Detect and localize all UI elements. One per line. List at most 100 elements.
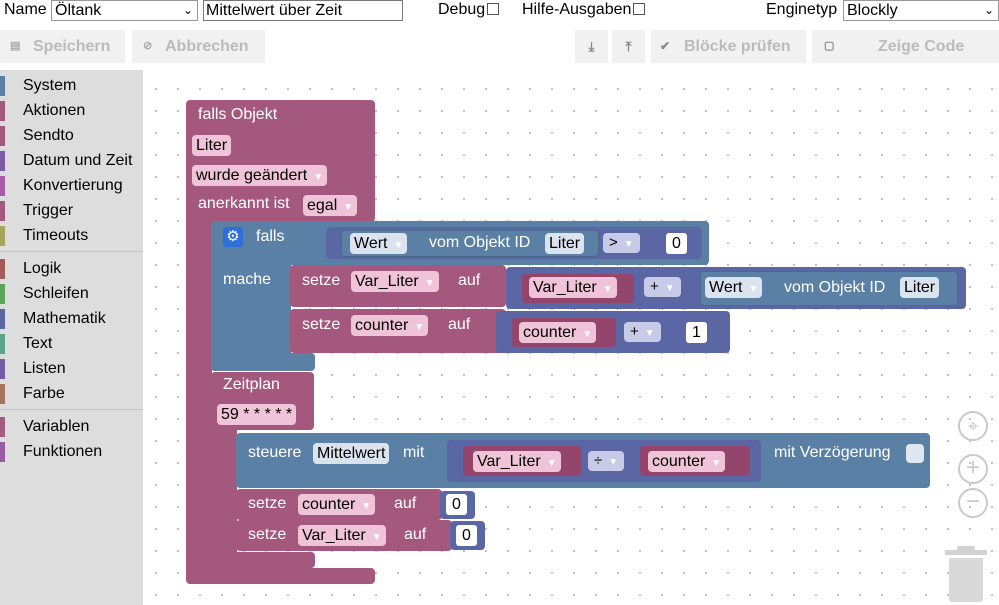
object-id-field[interactable]: Liter (545, 233, 585, 254)
schedule-block-foot (211, 552, 315, 568)
ack-dropdown[interactable]: egal▼ (303, 195, 358, 216)
gear-icon[interactable]: ⚙ (223, 227, 243, 247)
cancel-icon: ⊘ (143, 40, 153, 52)
dropdown-arrow-icon: ▼ (361, 501, 372, 512)
delay-checkbox[interactable] (906, 444, 924, 463)
cron-field[interactable]: 59 * * * * * (217, 404, 297, 425)
control-object-field[interactable]: Mittelwert (313, 443, 390, 464)
import-button[interactable]: ⤒ (612, 30, 645, 63)
variable-dropdown[interactable]: counter▼ (648, 451, 726, 472)
variable-dropdown[interactable]: Var_Liter▼ (529, 277, 617, 298)
of-object-label: vom Objekt ID (784, 279, 886, 296)
trigger-mode-dropdown[interactable]: wurde geändert▼ (192, 165, 328, 186)
math-operator-dropdown[interactable]: +▼ (624, 322, 661, 342)
dropdown-arrow-icon: ▼ (393, 240, 404, 251)
dropdown-arrow-icon: ▼ (664, 283, 675, 294)
dropdown-arrow-icon: ▼ (343, 202, 354, 213)
dropdown-arrow-icon: ▼ (546, 458, 557, 469)
category-sendto[interactable]: Sendto (0, 124, 143, 148)
number-field[interactable]: 0 (666, 233, 687, 254)
show-code-button[interactable]: ▢ Zeige Code (812, 30, 999, 63)
math-operator-dropdown[interactable]: +▼ (644, 277, 681, 297)
help-output-label: Hilfe-Ausgaben (522, 1, 646, 19)
trigger-block-spine (186, 210, 212, 582)
check-blocks-button[interactable]: ✔ Blöcke prüfen (651, 30, 806, 63)
do-label: mache (223, 271, 272, 288)
category-logic[interactable]: Logik (0, 257, 143, 281)
recenter-icon[interactable]: ⌖ (958, 411, 988, 441)
dropdown-arrow-icon: ▼ (313, 172, 324, 183)
math-operator-dropdown[interactable]: ÷▼ (588, 451, 625, 471)
delay-label: mit Verzögerung (774, 444, 891, 461)
category-trigger[interactable]: Trigger (0, 199, 143, 223)
category-functions[interactable]: Funktionen (0, 440, 143, 464)
variable-dropdown[interactable]: counter▼ (351, 315, 429, 336)
schedule-label: Zeitplan (223, 376, 280, 393)
number-field[interactable]: 0 (456, 525, 477, 546)
download-icon: ⤓ (588, 39, 595, 54)
divider (0, 409, 143, 410)
variable-dropdown[interactable]: counter▼ (519, 322, 597, 343)
dropdown-arrow-icon: ▼ (371, 532, 382, 543)
divider (0, 251, 143, 252)
name-label: Name (4, 1, 47, 18)
dropdown-arrow-icon: ▼ (414, 322, 425, 333)
engine-type-select[interactable]: Blockly ⌄ (843, 0, 999, 21)
if-label: falls (256, 228, 285, 245)
debug-label: Debug (438, 1, 500, 19)
dropdown-arrow-icon: ▼ (711, 458, 722, 469)
dropdown-arrow-icon: ▼ (644, 328, 655, 339)
checkmark-icon: ✔ (660, 39, 671, 53)
variable-dropdown[interactable]: Var_Liter▼ (473, 451, 561, 472)
trash-icon[interactable] (945, 546, 987, 602)
debug-checkbox[interactable] (487, 3, 500, 15)
category-date-time[interactable]: Datum und Zeit (0, 149, 143, 173)
engine-type-label: Enginetyp (766, 1, 838, 18)
dropdown-arrow-icon: ▼ (608, 457, 619, 468)
variable-dropdown[interactable]: Var_Liter▼ (298, 525, 386, 546)
code-icon: ▢ (824, 40, 835, 52)
header-bar: Name Öltank ⌄ Mittelwert über Zeit Debug… (0, 0, 999, 22)
control-label: steuere (248, 444, 302, 461)
compare-operator-dropdown[interactable]: >▼ (603, 233, 640, 253)
category-loops[interactable]: Schleifen (0, 282, 143, 306)
variable-dropdown[interactable]: Var_Liter▼ (351, 271, 439, 292)
trigger-title: falls Objekt (198, 106, 278, 123)
dropdown-arrow-icon: ▼ (748, 284, 759, 295)
script-name-select[interactable]: Öltank ⌄ (51, 0, 198, 21)
dropdown-arrow-icon: ▼ (582, 329, 593, 340)
value-type-dropdown[interactable]: Wert▼ (705, 277, 763, 298)
category-actions[interactable]: Aktionen (0, 99, 143, 123)
save-button[interactable]: ▤ Speichern (0, 30, 125, 63)
zoom-in-icon[interactable]: + (958, 454, 988, 484)
set-label: setze (302, 272, 341, 289)
category-variables[interactable]: Variablen (0, 415, 143, 439)
category-conversion[interactable]: Konvertierung (0, 174, 143, 198)
category-system[interactable]: System (0, 74, 143, 98)
toolbox-sidebar: System Aktionen Sendto Datum und Zeit Ko… (0, 70, 143, 605)
category-math[interactable]: Mathematik (0, 307, 143, 331)
dropdown-arrow-icon: ▼ (623, 239, 634, 250)
ack-label: anerkannt ist (198, 195, 290, 212)
object-id-field[interactable]: Liter (900, 277, 940, 298)
export-button[interactable]: ⤓ (575, 30, 608, 63)
category-text[interactable]: Text (0, 332, 143, 356)
variable-dropdown[interactable]: counter▼ (298, 494, 376, 515)
of-object-label: vom Objekt ID (429, 234, 531, 251)
category-timeouts[interactable]: Timeouts (0, 224, 143, 248)
category-color[interactable]: Farbe (0, 382, 143, 406)
trigger-object-field[interactable]: Liter (192, 135, 232, 156)
chevron-down-icon: ⌄ (983, 3, 994, 17)
help-output-checkbox[interactable] (633, 3, 646, 15)
category-lists[interactable]: Listen (0, 357, 143, 381)
chevron-down-icon: ⌄ (182, 3, 193, 17)
set-label: setze (248, 526, 287, 543)
to-label: auf (448, 316, 471, 333)
cancel-button[interactable]: ⊘ Abbrechen (132, 30, 265, 63)
value-type-dropdown[interactable]: Wert▼ (350, 233, 408, 254)
description-field[interactable]: Mittelwert über Zeit (203, 0, 403, 21)
number-field[interactable]: 0 (446, 494, 467, 515)
set-label: setze (302, 316, 341, 333)
zoom-out-icon[interactable]: − (958, 488, 988, 518)
number-field[interactable]: 1 (686, 322, 707, 343)
